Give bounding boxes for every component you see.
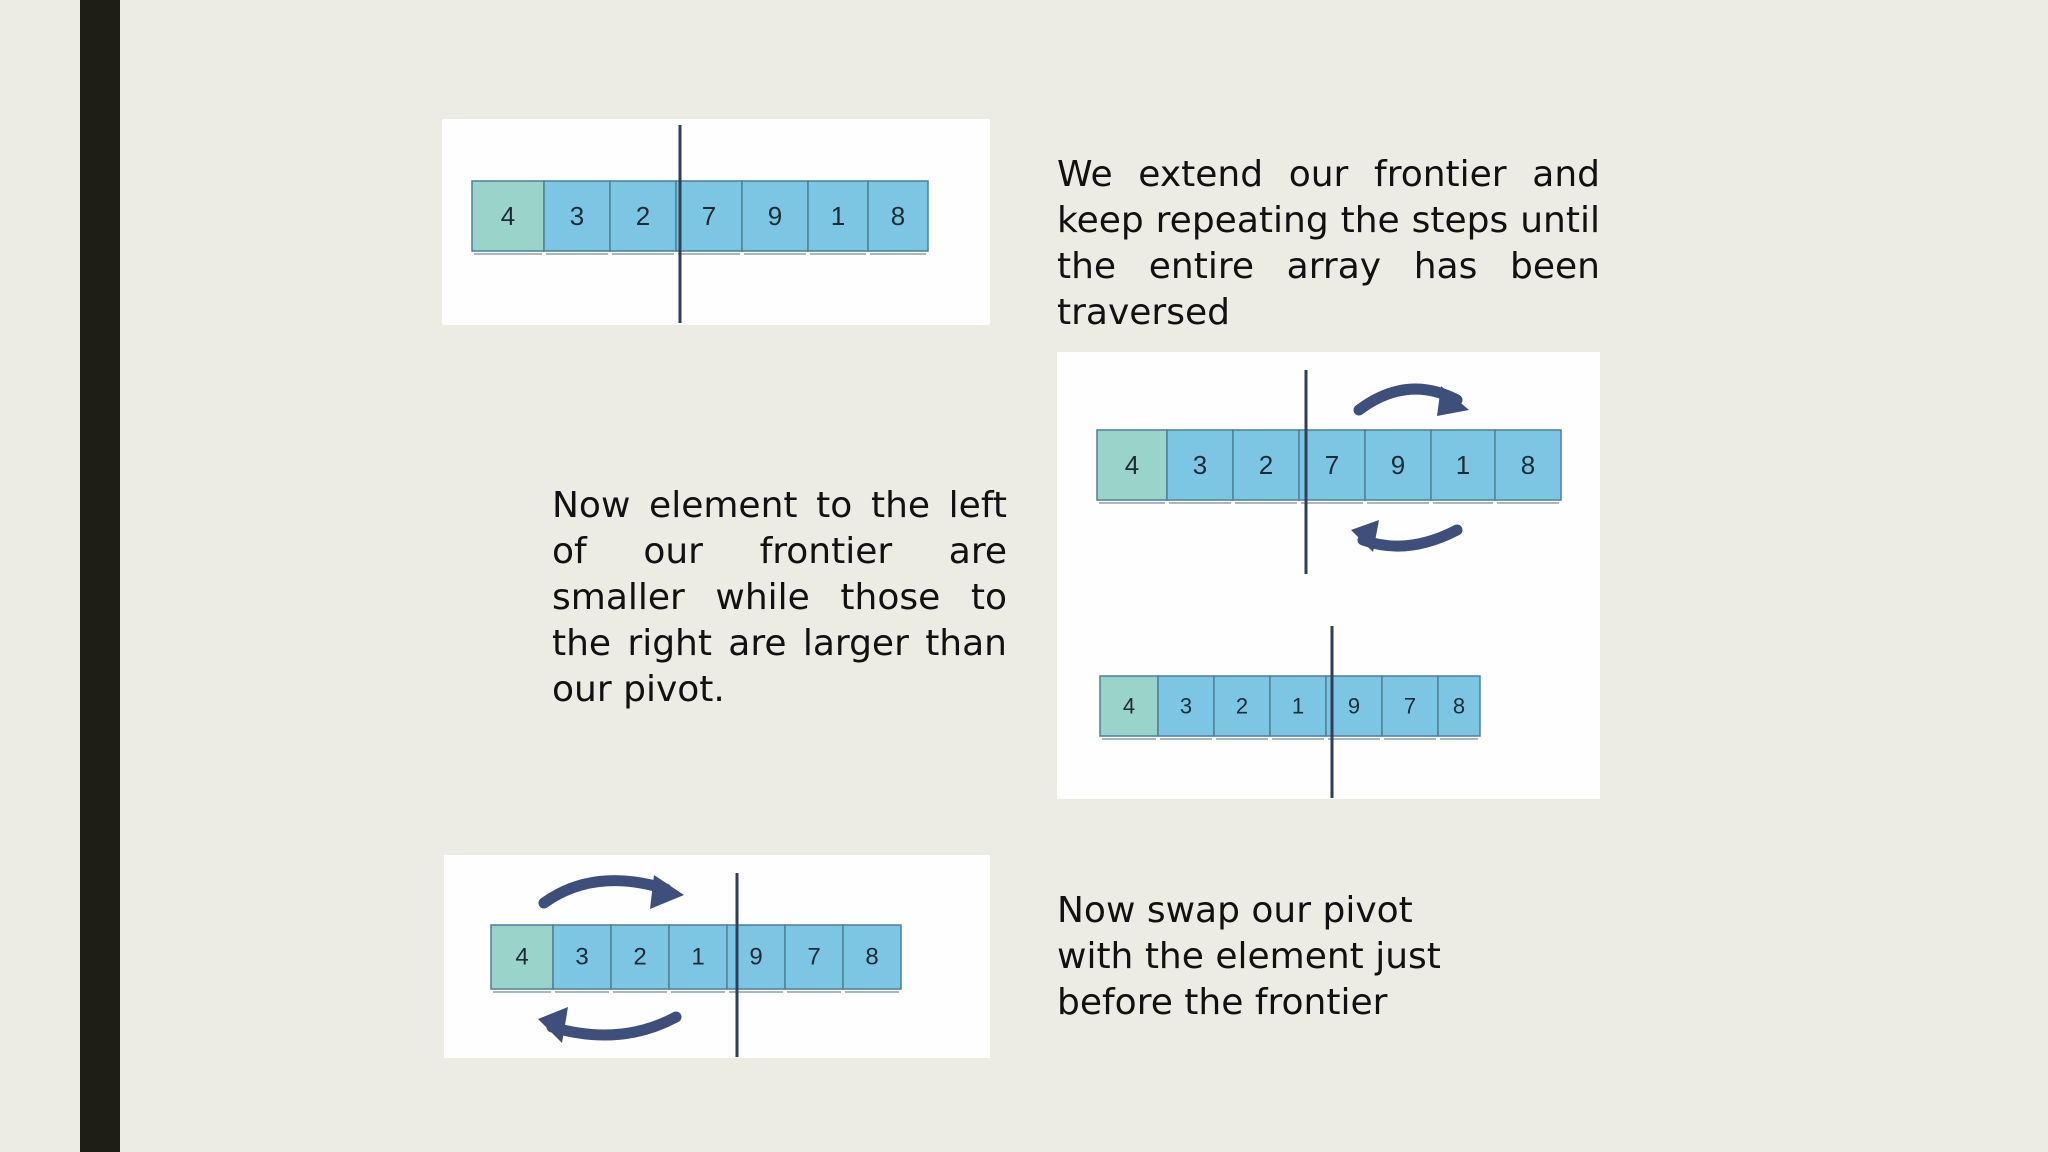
cell-value: 8 — [891, 201, 905, 231]
swap-arrow-bottom-icon — [1357, 524, 1463, 552]
cell-value: 3 — [1180, 694, 1192, 719]
cell-value: 7 — [702, 201, 716, 231]
array-cell — [1166, 429, 1234, 501]
array-cell — [668, 924, 728, 990]
array-diagram-pivot-swap: 4 3 2 1 9 7 8 — [444, 855, 990, 1058]
array-cell — [867, 180, 929, 252]
swap-arrow-top-icon — [538, 875, 672, 909]
cell-value: 4 — [1125, 450, 1139, 480]
text-traverse: We extend our frontier and keep repeatin… — [1057, 154, 1600, 333]
cell-value: 4 — [1123, 694, 1135, 719]
cell-value: 2 — [1259, 450, 1273, 480]
cell-value: 8 — [1521, 450, 1535, 480]
pivot-cell — [471, 180, 545, 252]
swap-arrow-bottom-icon — [546, 1011, 682, 1041]
array-cell — [1298, 429, 1366, 501]
slide-accent-bar — [80, 0, 120, 1152]
cell-value: 7 — [807, 944, 820, 971]
array-cell — [1232, 429, 1300, 501]
array-cell — [543, 180, 611, 252]
array-cell — [1325, 675, 1383, 737]
cell-value: 1 — [691, 944, 704, 971]
array-cell — [1494, 429, 1562, 501]
cell-value: 9 — [1348, 694, 1360, 719]
cell-value: 4 — [515, 944, 528, 971]
array-diagram-initial-svg: 4 3 2 7 9 1 8 — [471, 125, 929, 323]
pivot-cell — [490, 924, 554, 990]
text-swap: Now swap our pivot with the element just… — [1057, 890, 1441, 1023]
cell-value: 1 — [1456, 450, 1470, 480]
array-cell — [1437, 675, 1481, 737]
cell-value: 9 — [768, 201, 782, 231]
cell-value: 3 — [575, 944, 588, 971]
text-partition: Now element to the left of our frontier … — [552, 485, 1007, 710]
cell-value: 9 — [749, 944, 762, 971]
pivot-cell — [1099, 675, 1159, 737]
cell-value: 3 — [570, 201, 584, 231]
array-final: 4 3 2 1 9 7 8 — [490, 924, 902, 993]
array-cell — [1381, 675, 1439, 737]
array-before_swap: 4 3 2 7 9 1 8 — [1096, 429, 1562, 504]
array-diagram-initial: 4 3 2 7 9 1 8 — [442, 119, 990, 325]
array-cell — [1157, 675, 1215, 737]
cell-value: 7 — [1404, 694, 1416, 719]
cell-value: 2 — [636, 201, 650, 231]
array-diagram-extend: 4 3 2 7 9 1 8 4 3 2 1 9 7 8 — [1057, 352, 1600, 799]
cell-value: 3 — [1193, 450, 1207, 480]
array-cell — [609, 180, 677, 252]
array-diagram-extend-svg: 4 3 2 7 9 1 8 4 3 2 1 9 7 8 — [1096, 370, 1562, 798]
array-cell — [842, 924, 902, 990]
array-cell — [1213, 675, 1271, 737]
array-diagram-pivot-swap-svg: 4 3 2 1 9 7 8 — [490, 873, 902, 1057]
arrowhead-left-icon — [1351, 520, 1379, 552]
array-cell — [1269, 675, 1327, 737]
cell-value: 1 — [831, 201, 845, 231]
cell-value: 1 — [1292, 694, 1304, 719]
array-cell — [552, 924, 612, 990]
arrowhead-right-icon — [1437, 386, 1469, 416]
cell-value: 7 — [1325, 450, 1339, 480]
arrowhead-left-icon — [538, 1007, 568, 1043]
cell-value: 2 — [633, 944, 646, 971]
array-after_swap: 4 3 2 1 9 7 8 — [1099, 675, 1481, 740]
cell-value: 9 — [1391, 450, 1405, 480]
array-cell — [675, 180, 743, 252]
array-initial: 4 3 2 7 9 1 8 — [471, 180, 929, 255]
cell-value: 2 — [1236, 694, 1248, 719]
cell-value: 8 — [1453, 694, 1465, 719]
cell-value: 4 — [501, 201, 515, 231]
arrowhead-right-icon — [650, 875, 684, 909]
pivot-cell — [1096, 429, 1168, 501]
cell-value: 8 — [865, 944, 878, 971]
array-cell — [784, 924, 844, 990]
array-cell — [1430, 429, 1496, 501]
